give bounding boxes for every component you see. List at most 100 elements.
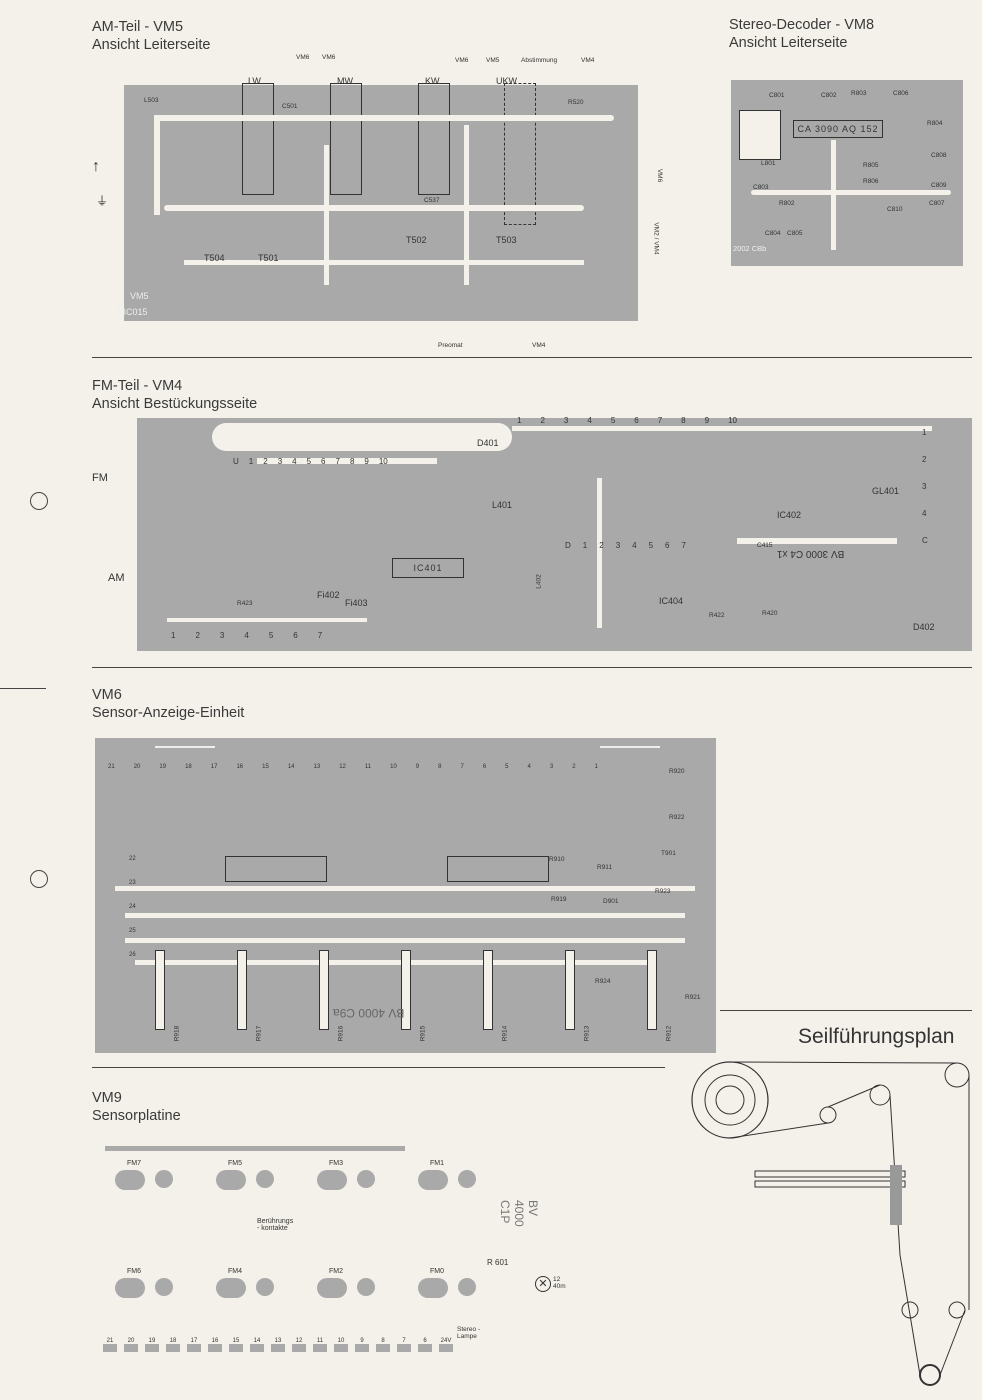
part-label: T501 xyxy=(258,253,279,263)
pin-label: 21 xyxy=(103,1338,117,1352)
am-bottom-label: Preomat xyxy=(438,342,463,349)
pin-label: 15 xyxy=(262,764,269,770)
rope-plan-title: Seilführungsplan xyxy=(798,1025,955,1048)
part-label: R805 xyxy=(863,162,879,169)
slide-potentiometer xyxy=(237,950,247,1030)
board-id: 43C015 xyxy=(116,307,148,317)
part-label: C415 xyxy=(757,542,773,549)
touch-pad xyxy=(458,1170,476,1188)
part-label: C501 xyxy=(282,103,298,110)
vm6-ic xyxy=(225,856,327,882)
part-label: C810 xyxy=(887,206,903,213)
pin-label: 3 xyxy=(922,482,927,491)
pcb-trace xyxy=(135,960,655,965)
board-id: VM5 xyxy=(130,291,149,301)
pcb-marking xyxy=(600,746,660,748)
part-label: R803 xyxy=(851,90,867,97)
pcb-trace xyxy=(164,205,584,211)
sensor-diode-icon xyxy=(216,1278,246,1298)
board-id: BV 3000 C4 x1 xyxy=(777,548,845,559)
slide-potentiometer xyxy=(319,950,329,1030)
pcb-trace xyxy=(125,938,685,943)
am-section-heading: AM-Teil - VM5 Ansicht Leiterseite xyxy=(92,18,210,54)
am-top-label: VM5 xyxy=(486,57,500,64)
am-top-label: Abstimmung xyxy=(521,57,558,64)
board-id: BV 4000 C1P xyxy=(498,1200,540,1227)
pcb-trace xyxy=(597,478,602,628)
pin-label: 9 xyxy=(415,764,420,770)
pcb-trace xyxy=(257,458,437,464)
pin-label: 2 xyxy=(572,764,576,770)
part-label: R423 xyxy=(237,600,253,607)
part-label: IC404 xyxy=(659,596,684,606)
pcb-trace xyxy=(167,618,367,622)
pin-label: 13 xyxy=(271,1338,285,1352)
pin-label: 22 xyxy=(129,856,136,862)
sensor-diode-icon xyxy=(115,1278,145,1298)
pin-label: 10 xyxy=(390,764,397,770)
pin-label: 7 xyxy=(460,764,464,770)
sensor-diode-icon xyxy=(115,1170,145,1190)
pin-label: 11 xyxy=(313,1338,327,1352)
pin-label: 16 xyxy=(236,764,244,770)
rope-line xyxy=(729,1061,958,1064)
fm-title: FM-Teil - VM4 xyxy=(92,378,183,394)
band-label-kw: KW xyxy=(425,76,440,86)
pin-label: 10 xyxy=(728,416,737,425)
board-id: BV 4000 C9a xyxy=(333,1006,405,1020)
section-divider xyxy=(92,357,972,358)
part-label: R422 xyxy=(709,612,725,619)
pin-label: 4 xyxy=(292,457,297,466)
part-label: C802 xyxy=(821,92,837,99)
band-label-ukw: UKW xyxy=(496,76,517,86)
touch-pad xyxy=(155,1278,173,1296)
part-label: T504 xyxy=(204,253,225,263)
stereo-ic: CA 3090 AQ 152 xyxy=(793,120,883,138)
pin-label: D xyxy=(565,541,571,550)
fm-pcb: IC401 D401 IC402 GL401 IC404 R420 R422 D… xyxy=(137,418,972,651)
vm9-section-heading: VM9 Sensorplatine xyxy=(92,1089,181,1125)
am-pcb: C501 C537 L503 T504 T501 T502 T503 R520 … xyxy=(116,83,638,321)
part-label: R920 xyxy=(669,768,685,775)
am-title: AM-Teil - VM5 xyxy=(92,19,184,35)
pin-label: 7 xyxy=(317,631,323,640)
pin-label: 6 xyxy=(418,1338,432,1352)
sensor-diode-icon xyxy=(317,1278,347,1298)
touch-pad xyxy=(256,1278,274,1296)
rope-line xyxy=(899,1254,921,1376)
tuning-shaft xyxy=(919,1364,941,1386)
slide-potentiometer xyxy=(565,950,575,1030)
pulley xyxy=(944,1062,970,1088)
pin-label: 7 xyxy=(681,541,686,550)
resistor-label: R918 xyxy=(173,1025,181,1042)
part-label: C801 xyxy=(769,92,785,99)
pin-label: 6 xyxy=(321,457,326,466)
sensor-label: FM1 xyxy=(430,1160,444,1167)
pin-label: 7 xyxy=(657,416,663,425)
part-label: R420 xyxy=(762,610,778,617)
shield-can xyxy=(504,83,536,225)
pin-label: 17 xyxy=(187,1338,201,1352)
pcb-trace xyxy=(184,260,584,265)
shield-can xyxy=(418,83,450,195)
resistor-label: R916 xyxy=(337,1025,345,1042)
part-label: IC402 xyxy=(777,510,802,520)
pointer-rail xyxy=(754,1180,906,1188)
resistor-label: R917 xyxy=(255,1025,263,1042)
sensor-diode-icon xyxy=(418,1278,448,1298)
pcb-trace xyxy=(212,423,512,451)
pin-label: 15 xyxy=(229,1338,243,1352)
pcb-trace xyxy=(751,190,951,195)
am-input-label: AM xyxy=(108,572,125,584)
pin-label: 24 xyxy=(129,904,136,910)
rope-line xyxy=(939,1309,966,1376)
touch-pad xyxy=(256,1170,274,1188)
am-side-label: VM2 / VM4 xyxy=(652,222,660,255)
pin-label: 12 xyxy=(292,1338,306,1352)
vm6-subtitle: Sensor-Anzeige-Einheit xyxy=(92,705,245,721)
